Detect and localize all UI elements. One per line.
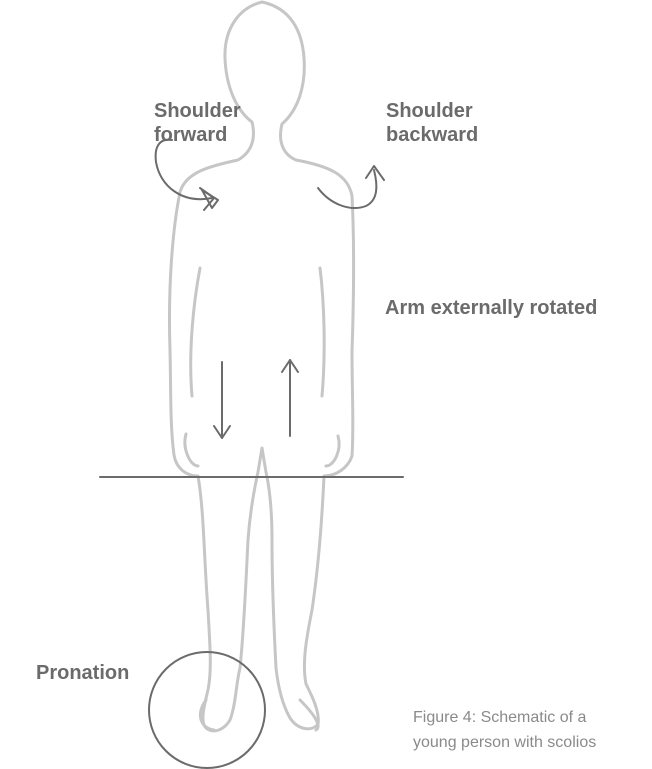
shoulder-forward-label-line-2: forward	[154, 123, 241, 147]
shoulder-backward-label-line-1: Shoulder	[386, 99, 478, 123]
figure-caption: Figure 4: Schematic of a young person wi…	[413, 705, 652, 755]
shoulder-backward-label: Shoulder backward	[386, 99, 478, 147]
shoulder-backward-label-line-2: backward	[386, 123, 478, 147]
pronation-label: Pronation	[36, 661, 129, 685]
shoulder-forward-label: Shoulder forward	[154, 99, 241, 147]
arrow-up-icon	[282, 360, 298, 436]
arrow-down-icon	[214, 362, 230, 438]
arm-rotated-label: Arm externally rotated	[385, 296, 597, 320]
circle-highlight	[149, 652, 265, 768]
figure-caption-line-1: Figure 4: Schematic of a	[413, 705, 652, 730]
figure-caption-line-2: young person with scolios	[413, 730, 652, 755]
curved-arrow-forward-icon	[156, 140, 218, 210]
shoulder-forward-label-line-1: Shoulder	[154, 99, 241, 123]
